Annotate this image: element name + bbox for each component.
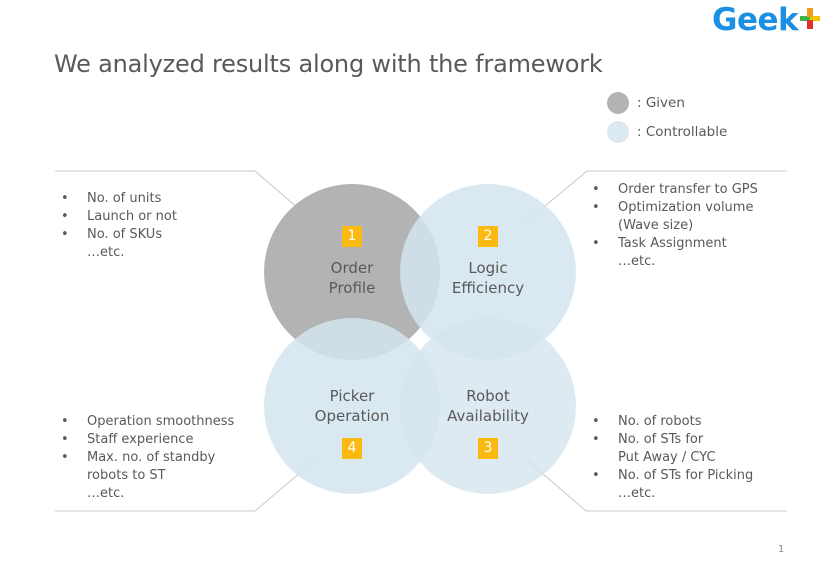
note-item: …etc.	[618, 486, 656, 501]
badge-4: 4	[342, 438, 362, 459]
note-item: Operation smoothness	[55, 413, 234, 431]
note-item: …etc.	[87, 486, 125, 501]
slide-title: We analyzed results along with the frame…	[54, 50, 603, 78]
note-item: No. of STs for	[586, 431, 753, 449]
note-item: Task Assignment	[586, 235, 758, 253]
label-line: Availability	[447, 407, 529, 425]
connector-top-left	[55, 170, 314, 222]
plus-icon	[800, 8, 821, 29]
label-line: Logic	[468, 259, 508, 277]
controllable-swatch-icon	[607, 121, 629, 143]
label-picker-operation: Picker Operation	[282, 386, 422, 426]
legend-label: : Controllable	[637, 124, 728, 140]
note-item: (Wave size)	[618, 218, 694, 233]
note-item: …etc.	[87, 245, 125, 260]
badge-1: 1	[342, 226, 362, 247]
note-item: Order transfer to GPS	[586, 181, 758, 199]
label-line: Robot	[466, 387, 510, 405]
page-number: 1	[778, 544, 785, 555]
logo-text: Geek	[712, 2, 799, 38]
label-line: Picker	[329, 387, 375, 405]
label-logic-efficiency: Logic Efficiency	[418, 258, 558, 298]
note-top-right: Order transfer to GPS Optimization volum…	[586, 181, 758, 271]
circle-order-profile	[264, 184, 440, 360]
note-item: Launch or not	[55, 208, 177, 226]
circle-robot-availability	[400, 318, 576, 494]
legend-label: : Given	[637, 95, 685, 111]
note-item: No. of units	[55, 190, 177, 208]
note-item: Staff experience	[55, 431, 234, 449]
connector-bottom-left	[55, 460, 315, 512]
note-item: …etc.	[618, 254, 656, 269]
note-item: No. of robots	[586, 413, 753, 431]
given-swatch-icon	[607, 92, 629, 114]
label-line: Profile	[328, 279, 376, 297]
note-item: No. of SKUs	[55, 226, 177, 244]
label-line: Order	[330, 259, 374, 277]
circle-logic-efficiency	[400, 184, 576, 360]
geek-plus-logo: Geek	[712, 2, 821, 38]
label-line: Operation	[314, 407, 390, 425]
note-item: Optimization volume	[586, 199, 758, 217]
note-item: Put Away / CYC	[618, 450, 716, 465]
legend: : Given : Controllable	[607, 92, 727, 150]
legend-item-controllable: : Controllable	[607, 121, 727, 143]
note-bottom-left: Operation smoothness Staff experience Ma…	[55, 413, 234, 503]
note-bottom-right: No. of robots No. of STs for Put Away / …	[586, 413, 753, 503]
label-robot-availability: Robot Availability	[418, 386, 558, 426]
note-item: No. of STs for Picking	[586, 467, 753, 485]
note-item: Max. no. of standby	[55, 449, 234, 467]
badge-3: 3	[478, 438, 498, 459]
label-line: Efficiency	[451, 279, 525, 297]
legend-item-given: : Given	[607, 92, 727, 114]
connector-top-right	[526, 170, 787, 222]
circle-picker-operation	[264, 318, 440, 494]
connector-bottom-right	[527, 460, 787, 512]
note-item: robots to ST	[87, 468, 166, 483]
note-top-left: No. of units Launch or not No. of SKUs ……	[55, 190, 177, 262]
label-order-profile: Order Profile	[282, 258, 422, 298]
badge-2: 2	[478, 226, 498, 247]
